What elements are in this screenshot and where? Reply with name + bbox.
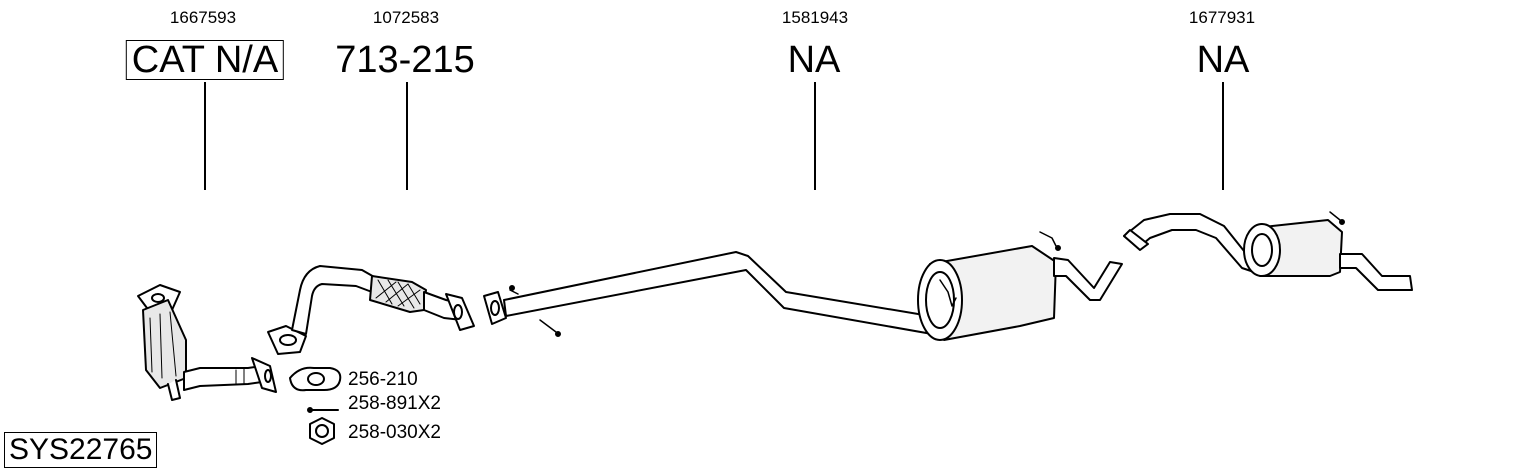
leader-line-center-silencer (814, 82, 816, 190)
part-code-3: 1581943 (781, 8, 849, 27)
leader-line-front-pipe (406, 82, 408, 190)
part-label-catalyst: CAT N/A (125, 40, 285, 80)
center-pipe-silencer (483, 231, 1123, 341)
rear-silencer (1123, 211, 1413, 291)
hardware-label-nut: 258-030X2 (348, 422, 441, 443)
hardware-label-gasket: 256-210 (348, 369, 418, 390)
gasket-icon (289, 366, 342, 392)
part-label-front-pipe: 713-215 (335, 39, 475, 81)
part-label-rear-silencer: NA (1196, 39, 1250, 81)
hardware-label-bolt: 258-891X2 (348, 393, 441, 414)
bolt-icon (307, 407, 339, 413)
leader-line-rear-silencer (1222, 82, 1224, 190)
system-id-label: SYS22765 (4, 432, 158, 468)
part-label-center-silencer: NA (787, 39, 841, 81)
part-code-4: 1677931 (1188, 8, 1256, 27)
part-code-1: 1667593 (169, 8, 237, 27)
catalytic-converter (137, 284, 277, 401)
nut-icon (309, 417, 335, 445)
part-code-2: 1072583 (372, 8, 440, 27)
front-pipe (267, 265, 475, 355)
leader-line-catalyst (204, 82, 206, 190)
